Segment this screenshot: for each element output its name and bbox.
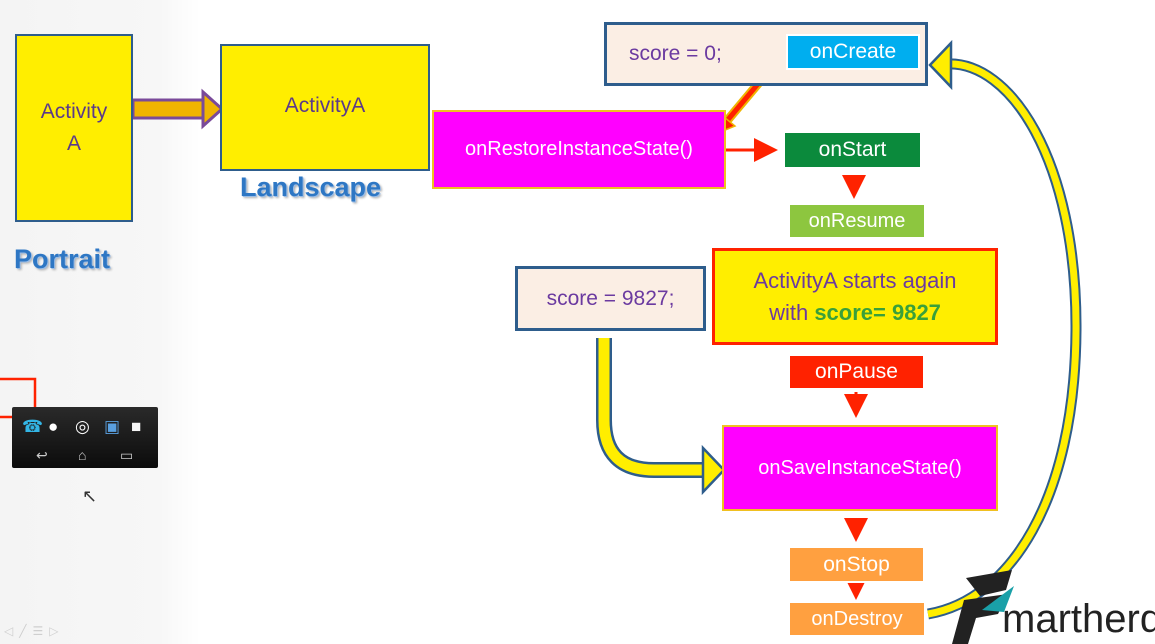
on-save-box: onSaveInstanceState() xyxy=(722,425,998,511)
chat-icon[interactable]: ● xyxy=(48,417,59,436)
on-save-label: onSaveInstanceState() xyxy=(758,456,962,479)
recents-icon[interactable]: ▭ xyxy=(120,447,134,463)
on-start-label: onStart xyxy=(818,138,887,161)
score-initial-text: score = 0; xyxy=(629,42,722,65)
android-taskbar: ☎ ● ◎ ▣ ■ ↩ ⌂ ▭ xyxy=(12,407,158,468)
score-saved-text: score = 9827; xyxy=(546,286,675,310)
on-restore-box: onRestoreInstanceState() xyxy=(432,110,726,189)
brand-wordmark: martherd xyxy=(1002,597,1155,642)
restart-note-line2: with score= 9827 xyxy=(769,297,941,329)
slide-controls-icon[interactable]: ◁╱☰▷ xyxy=(4,624,65,638)
on-resume-label: onResume xyxy=(808,209,906,232)
on-create-label: onCreate xyxy=(809,40,897,63)
activity-portrait-box: Activity A xyxy=(15,34,133,222)
landscape-label: Landscape xyxy=(240,172,382,202)
gallery-icon[interactable]: ▣ xyxy=(104,417,121,436)
on-destroy-box: onDestroy xyxy=(788,601,926,637)
activity-landscape-box: ActivityA xyxy=(220,44,430,171)
mouse-cursor-icon: ↖ xyxy=(82,486,98,506)
on-create-box: onCreate xyxy=(786,34,920,70)
activity-portrait-line1: Activity xyxy=(40,100,108,123)
brand-logo-mark xyxy=(952,570,1014,644)
on-resume-box: onResume xyxy=(788,203,926,239)
on-pause-box: onPause xyxy=(788,354,925,390)
home-icon[interactable]: ⌂ xyxy=(78,447,87,463)
phone-icon[interactable]: ☎ xyxy=(22,417,44,436)
on-start-box: onStart xyxy=(783,131,922,169)
restart-note-line1: ActivityA starts again xyxy=(753,267,957,293)
back-icon[interactable]: ↩ xyxy=(36,447,48,463)
restart-note-prefix: with xyxy=(769,299,815,325)
portrait-to-landscape-arrow xyxy=(131,88,225,130)
on-destroy-label: onDestroy xyxy=(811,607,903,630)
restart-note-box: ActivityA starts again with score= 9827 xyxy=(712,248,998,345)
activity-landscape-label: ActivityA xyxy=(284,94,366,117)
on-stop-box: onStop xyxy=(788,546,925,583)
on-stop-label: onStop xyxy=(823,552,890,576)
bag-icon[interactable]: ■ xyxy=(131,417,142,436)
restart-note-score: score= 9827 xyxy=(814,299,941,325)
on-restore-label: onRestoreInstanceState() xyxy=(465,138,693,160)
score-to-save-arrow xyxy=(596,338,726,496)
portrait-label: Portrait xyxy=(14,244,111,274)
brand-rest: martherd xyxy=(1002,597,1155,641)
activity-portrait-line2: A xyxy=(66,132,81,155)
on-pause-label: onPause xyxy=(815,360,898,383)
apps-icon[interactable]: ◎ xyxy=(75,417,90,436)
score-saved-box: score = 9827; xyxy=(515,266,706,331)
